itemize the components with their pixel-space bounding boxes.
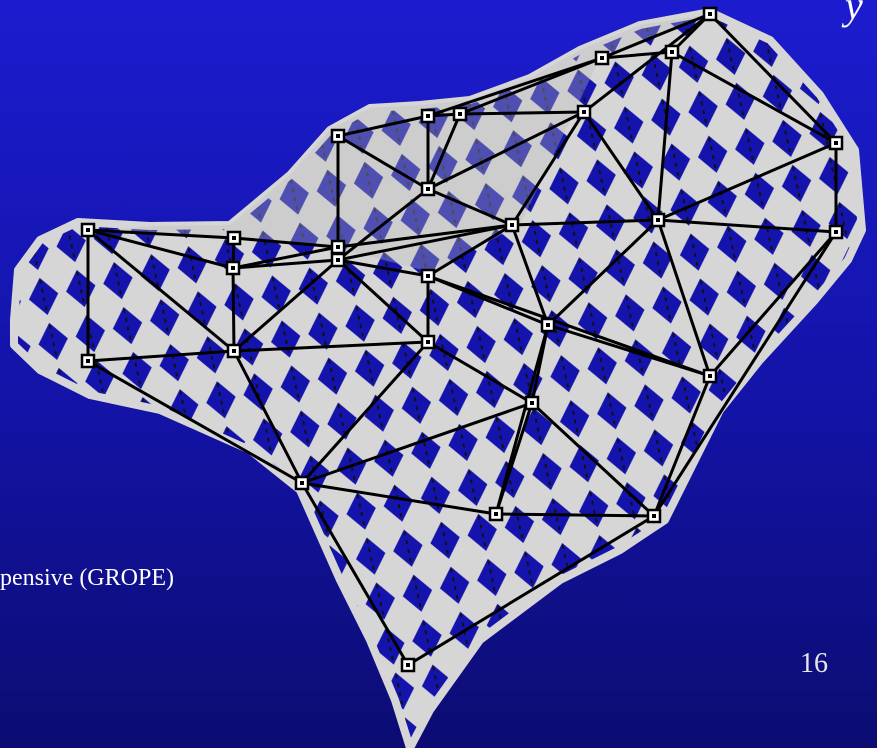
mesh-edge — [510, 218, 660, 227]
mesh-edge — [426, 187, 514, 227]
mesh-edge — [336, 134, 430, 191]
mesh-node-center — [336, 245, 340, 249]
mesh-edge — [86, 228, 236, 353]
mesh-edge — [336, 114, 430, 138]
mesh-node-center — [600, 56, 604, 60]
mesh-edge — [656, 218, 838, 234]
mesh-edge — [232, 258, 340, 353]
mesh-edge — [510, 110, 586, 227]
mesh-edge — [336, 187, 430, 262]
mesh-node-center — [336, 134, 340, 138]
mesh-node-center — [86, 359, 90, 363]
mesh-node-center — [426, 274, 430, 278]
mesh-edge — [546, 218, 660, 327]
mesh-edge — [426, 274, 712, 378]
mesh-node-center — [406, 663, 410, 667]
mesh-edge — [582, 12, 712, 114]
mesh-node-center — [300, 481, 304, 485]
mesh-edge — [426, 56, 604, 118]
surface-patch — [10, 8, 866, 748]
mesh-edge — [231, 245, 340, 270]
mesh-edge — [86, 349, 236, 363]
mesh-edge — [336, 223, 514, 262]
mesh-edge — [426, 223, 514, 278]
mesh-edge — [300, 401, 534, 485]
mesh-edge — [300, 481, 498, 516]
mesh-edge — [510, 223, 550, 327]
mesh-edge — [708, 230, 838, 378]
mesh-edge — [708, 12, 838, 145]
mesh-node-center — [834, 141, 838, 145]
mesh-edge — [232, 340, 430, 353]
mesh-node-center — [708, 374, 712, 378]
mesh-edge — [406, 514, 656, 667]
mesh-edge — [232, 349, 304, 485]
mesh-edge — [86, 359, 304, 485]
mesh-edge — [656, 50, 674, 222]
mesh-node-center — [86, 228, 90, 232]
mesh-node-center — [652, 514, 656, 518]
surface-ridge-shade — [90, 14, 710, 272]
title-fragment: y — [845, 0, 863, 28]
mesh-edge — [600, 12, 712, 60]
mesh-edge — [656, 141, 838, 222]
mesh-edge — [426, 340, 534, 405]
mesh-node-center — [426, 340, 430, 344]
mesh-edge — [231, 258, 340, 270]
mesh-edge — [86, 228, 235, 270]
mesh-node-center — [232, 236, 236, 240]
mesh-node-center — [708, 12, 712, 16]
mesh-node-center — [656, 218, 660, 222]
mesh-edge — [494, 401, 534, 516]
mesh-node-center — [530, 401, 534, 405]
mesh-node-center — [232, 349, 236, 353]
mesh-node-center — [231, 266, 235, 270]
mesh-edge — [232, 236, 340, 249]
mesh-edge — [494, 512, 656, 518]
mesh-node-center — [834, 230, 838, 234]
mesh-edge — [582, 110, 660, 222]
mesh-edge — [336, 258, 430, 278]
mesh-edges — [86, 12, 838, 667]
mesh-edge — [231, 266, 236, 353]
caption-text: pensive (GROPE) — [0, 565, 174, 591]
mesh-node-center — [426, 187, 430, 191]
mesh-edge — [458, 110, 586, 116]
mesh-node-center — [458, 112, 462, 116]
mesh-edge — [656, 218, 712, 378]
mesh-edge — [336, 223, 514, 249]
mesh-node-center — [426, 114, 430, 118]
mesh-edge — [300, 481, 410, 667]
mesh-nodes — [80, 6, 844, 673]
mesh-edge — [336, 258, 430, 344]
mesh-edge — [530, 401, 656, 518]
mesh-edge — [86, 228, 236, 240]
mesh-edge — [652, 374, 712, 518]
surface-lattice — [10, 8, 866, 748]
mesh-node-center — [510, 223, 514, 227]
mesh-node-center — [546, 323, 550, 327]
mesh-edge — [652, 230, 838, 518]
mesh-node-center — [582, 110, 586, 114]
mesh-edge — [670, 50, 838, 145]
mesh-node-center — [670, 50, 674, 54]
mesh-node-center — [336, 258, 340, 262]
page-number: 16 — [800, 648, 828, 679]
mesh-edge — [426, 110, 586, 191]
mesh-edge — [426, 112, 462, 191]
mesh-node-center — [494, 512, 498, 516]
mesh-edge — [300, 340, 430, 485]
